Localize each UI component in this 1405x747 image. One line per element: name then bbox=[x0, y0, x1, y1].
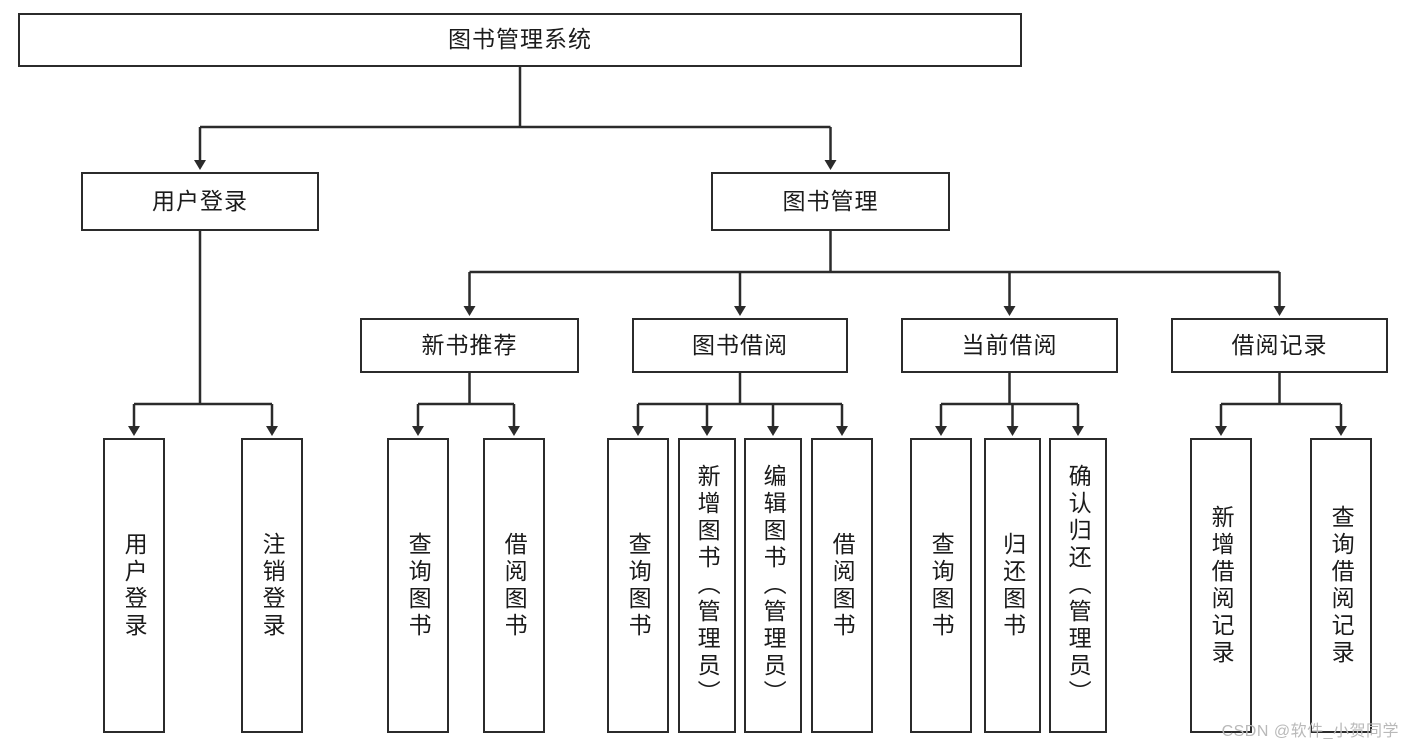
node-leaf-confirm-return[interactable]: 确认归还（管理员） bbox=[1049, 438, 1107, 733]
node-leaf-borrow-book-2[interactable]: 借阅图书 bbox=[811, 438, 873, 733]
node-book-borrow[interactable]: 图书借阅 bbox=[632, 318, 848, 373]
node-current-borrow-label: 当前借阅 bbox=[961, 331, 1058, 358]
node-user-login-label: 用户登录 bbox=[152, 187, 248, 214]
node-leaf-user-logout[interactable]: 注销登录 bbox=[241, 438, 303, 733]
node-leaf-edit-book-label-vertical: 编辑图书（管理员） bbox=[760, 464, 787, 707]
node-current-borrow[interactable]: 当前借阅 bbox=[901, 318, 1118, 373]
node-leaf-borrow-book-2-label-vertical: 借阅图书 bbox=[829, 531, 856, 640]
node-leaf-user-logout-label-vertical: 注销登录 bbox=[259, 531, 286, 640]
node-leaf-query-book-3-label-vertical: 查询图书 bbox=[928, 531, 955, 640]
node-book-manage-label: 图书管理 bbox=[782, 187, 879, 214]
node-leaf-query-book-3[interactable]: 查询图书 bbox=[910, 438, 972, 733]
node-leaf-edit-book[interactable]: 编辑图书（管理员） bbox=[744, 438, 802, 733]
node-leaf-add-book-label-vertical: 新增图书（管理员） bbox=[694, 464, 721, 707]
node-root-label: 图书管理系统 bbox=[448, 26, 592, 53]
node-leaf-query-book-2-label-vertical: 查询图书 bbox=[625, 531, 652, 640]
node-book-borrow-label: 图书借阅 bbox=[692, 331, 788, 358]
node-leaf-user-login-label-vertical: 用户登录 bbox=[121, 531, 148, 640]
node-leaf-return-book-label-vertical: 归还图书 bbox=[999, 531, 1026, 640]
node-leaf-borrow-book-1-label-vertical: 借阅图书 bbox=[501, 531, 528, 640]
node-leaf-query-record-label-vertical: 查询借阅记录 bbox=[1328, 504, 1355, 667]
node-leaf-add-book[interactable]: 新增图书（管理员） bbox=[678, 438, 736, 733]
node-leaf-query-book-1-label-vertical: 查询图书 bbox=[405, 531, 432, 640]
node-leaf-add-record[interactable]: 新增借阅记录 bbox=[1190, 438, 1252, 733]
node-borrow-record[interactable]: 借阅记录 bbox=[1171, 318, 1388, 373]
node-leaf-query-book-2[interactable]: 查询图书 bbox=[607, 438, 669, 733]
csdn-watermark: CSDN @软件_小贺同学 bbox=[1221, 723, 1399, 740]
node-leaf-query-record[interactable]: 查询借阅记录 bbox=[1310, 438, 1372, 733]
node-new-book-recommend[interactable]: 新书推荐 bbox=[360, 318, 579, 373]
node-leaf-user-login[interactable]: 用户登录 bbox=[103, 438, 165, 733]
node-leaf-borrow-book-1[interactable]: 借阅图书 bbox=[483, 438, 545, 733]
node-borrow-record-label: 借阅记录 bbox=[1231, 331, 1328, 358]
node-leaf-query-book-1[interactable]: 查询图书 bbox=[387, 438, 449, 733]
node-leaf-confirm-return-label-vertical: 确认归还（管理员） bbox=[1065, 464, 1092, 707]
node-root[interactable]: 图书管理系统 bbox=[18, 13, 1022, 67]
node-user-login[interactable]: 用户登录 bbox=[81, 172, 319, 231]
node-book-manage[interactable]: 图书管理 bbox=[711, 172, 950, 231]
node-leaf-add-record-label-vertical: 新增借阅记录 bbox=[1208, 504, 1235, 667]
node-leaf-return-book[interactable]: 归还图书 bbox=[984, 438, 1041, 733]
node-new-book-recommend-label: 新书推荐 bbox=[421, 331, 518, 358]
